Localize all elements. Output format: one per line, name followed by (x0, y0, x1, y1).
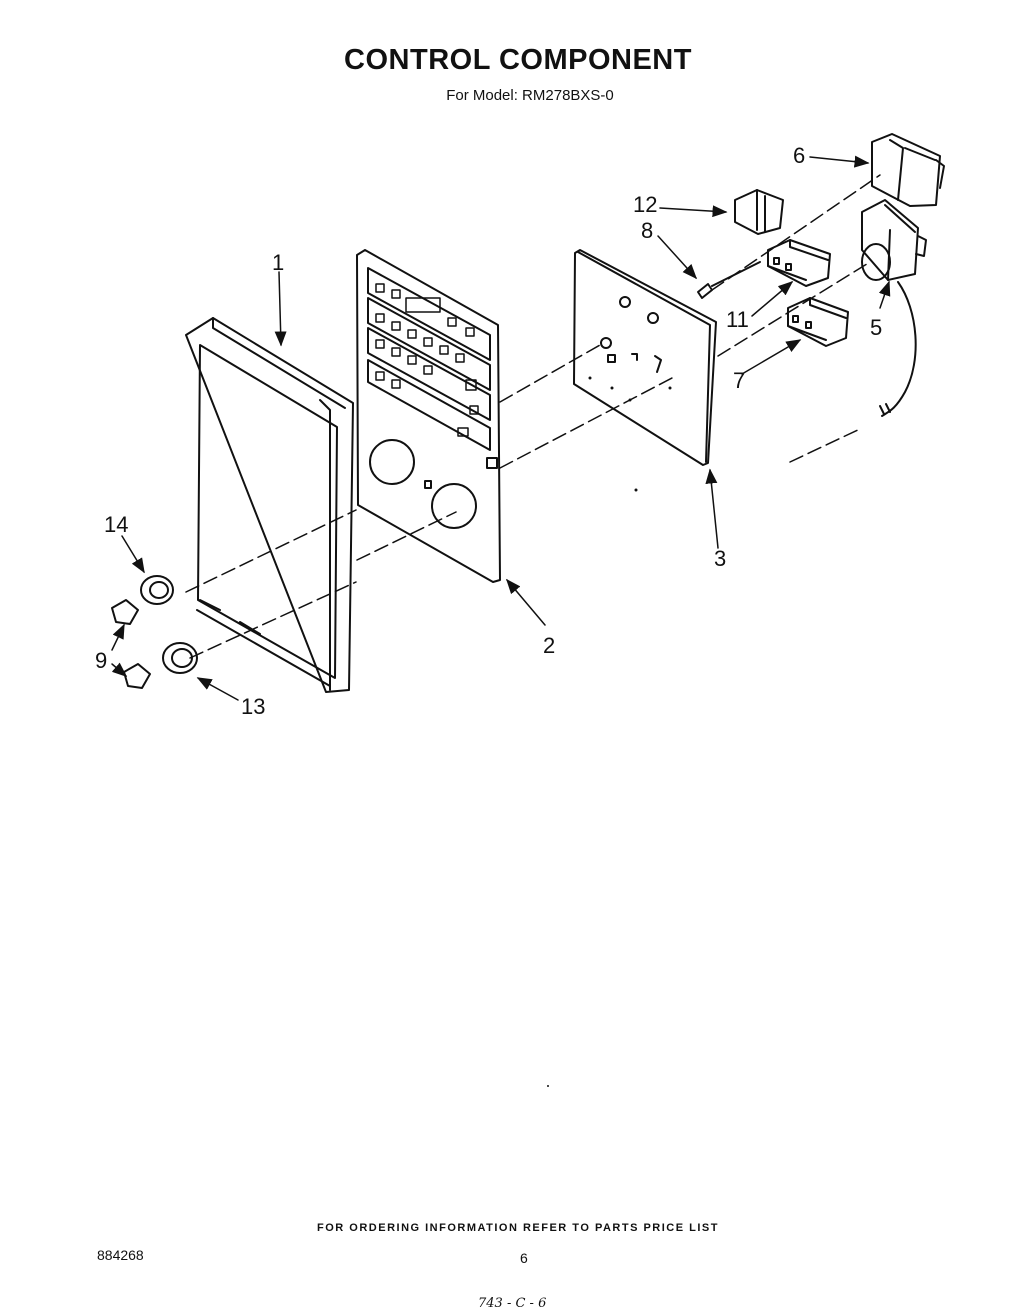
callout-5: 5 (870, 315, 882, 340)
callout-3: 3 (714, 546, 726, 571)
knob-bezel-13-part (162, 642, 198, 674)
callout-13: 13 (241, 694, 265, 719)
handwritten-code: 743 - C - 6 (478, 1296, 547, 1311)
relay-11-part (767, 239, 831, 287)
fuse-block-part (734, 189, 784, 235)
callout-labels: 1 2 3 5 6 7 8 9 11 12 13 14 (95, 143, 882, 719)
callout-12: 12 (633, 192, 657, 217)
page-title: CONTROL COMPONENT (344, 44, 692, 76)
knob-9-part (111, 599, 151, 689)
leader-arrows (111, 155, 891, 701)
circuit-board-part (573, 249, 717, 466)
assembly-lines (185, 174, 881, 659)
transformer-part (871, 133, 945, 207)
callout-9: 9 (95, 648, 107, 673)
scan-specks (547, 488, 638, 1087)
door-frame-part (185, 317, 354, 693)
callout-8: 8 (641, 218, 653, 243)
callout-14: 14 (104, 512, 128, 537)
callout-1: 1 (272, 250, 284, 275)
callout-7: 7 (733, 368, 745, 393)
document-number: 884268 (97, 1247, 144, 1263)
thermistor-part (697, 261, 761, 299)
page-number: 6 (520, 1250, 528, 1266)
knob-bezel-14-part (140, 575, 174, 605)
callout-6: 6 (793, 143, 805, 168)
callout-2: 2 (543, 633, 555, 658)
ordering-note: FOR ORDERING INFORMATION REFER TO PARTS … (317, 1222, 719, 1234)
motor-part (861, 199, 927, 417)
control-panel-overlay-part (356, 249, 501, 583)
callout-11: 11 (726, 307, 749, 332)
relay-7-part (787, 297, 849, 347)
model-subtitle: For Model: RM278BXS-0 (446, 87, 614, 104)
